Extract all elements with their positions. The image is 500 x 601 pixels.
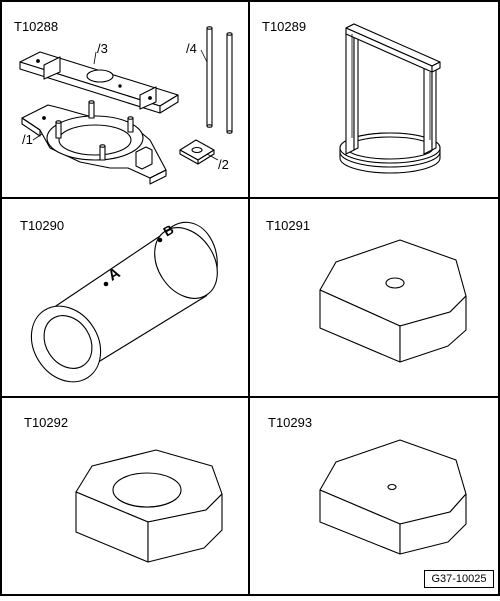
t10290-drawing xyxy=(30,221,218,383)
label-t10292: T10292 xyxy=(24,415,69,430)
t10289-drawing xyxy=(339,23,441,174)
callout-part-4: /4 xyxy=(186,41,197,56)
t10291-drawing xyxy=(319,239,467,363)
part-1-ring-plate xyxy=(21,100,167,185)
part-4-rods xyxy=(206,26,233,134)
t10288-drawing xyxy=(19,26,233,185)
callout-part-2: /2 xyxy=(218,157,229,172)
t10293-drawing xyxy=(319,439,467,555)
label-t10293: T10293 xyxy=(268,415,313,430)
label-t10288: T10288 xyxy=(14,19,59,34)
label-t10290: T10290 xyxy=(20,218,65,233)
part-3-bridge xyxy=(19,51,179,114)
part-2-small-plate xyxy=(179,139,215,165)
t10292-drawing xyxy=(75,449,223,563)
callout-part-1: /1 xyxy=(22,132,33,147)
callout-part-3: /3 xyxy=(97,41,108,56)
label-t10289: T10289 xyxy=(262,19,307,34)
label-t10291: T10291 xyxy=(266,218,311,233)
reference-number: G37-10025 xyxy=(424,570,494,588)
